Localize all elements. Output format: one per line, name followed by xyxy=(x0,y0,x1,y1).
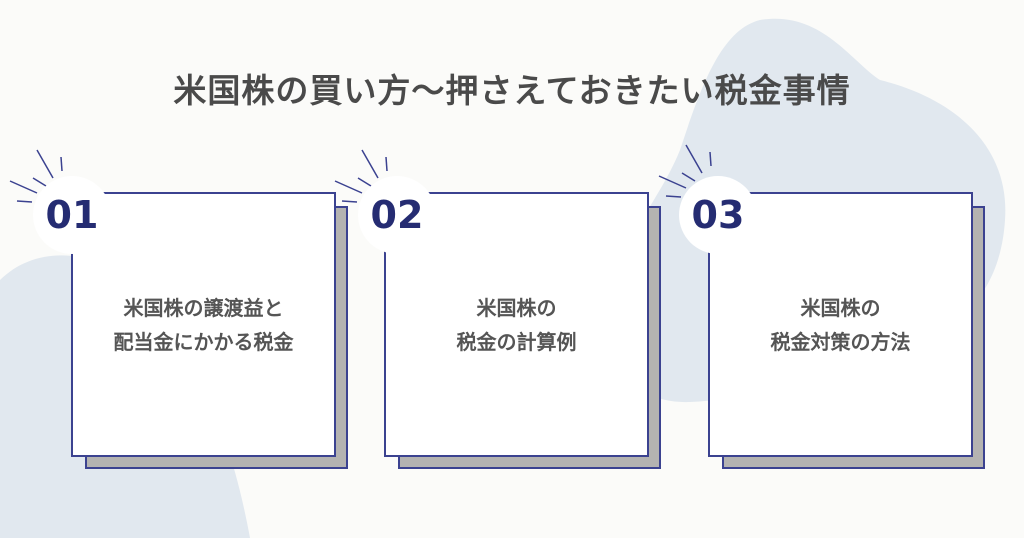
sparkle-rays-icon xyxy=(9,149,63,203)
step-number-badge: 03 xyxy=(679,176,757,254)
sparkle-rays-icon xyxy=(334,149,388,203)
step-number-badge: 01 xyxy=(33,176,111,254)
card-line1: 米国株の xyxy=(476,295,557,320)
card-line2: 配当金にかかる税金 xyxy=(113,329,294,354)
card-line2: 税金の計算例 xyxy=(456,329,577,354)
card-line2: 税金対策の方法 xyxy=(770,329,911,354)
card-03: 米国株の税金対策の方法 xyxy=(708,192,973,457)
step-number-badge: 02 xyxy=(358,176,436,254)
page-title: 米国株の買い方〜押さえておきたい税金事情 xyxy=(173,71,851,110)
card-01: 米国株の譲渡益と配当金にかかる税金 xyxy=(71,192,336,457)
card-line1: 米国株の譲渡益と xyxy=(123,295,284,320)
sparkle-rays-icon xyxy=(658,144,712,198)
card-line1: 米国株の xyxy=(800,295,881,320)
